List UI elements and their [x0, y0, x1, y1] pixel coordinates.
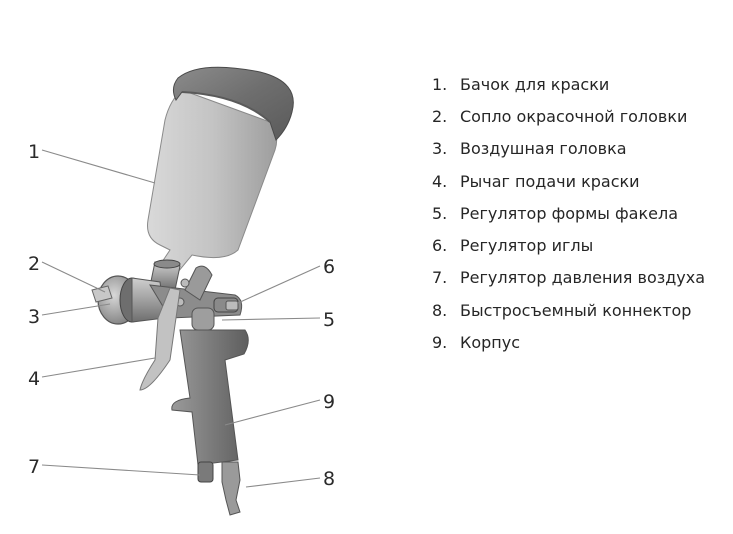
legend-item: 5. Регулятор формы факела — [432, 197, 705, 229]
legend-number: 8. — [432, 300, 448, 320]
legend-label: Корпус — [460, 333, 521, 353]
legend-number: 3. — [432, 139, 448, 159]
callout-2: 2 — [28, 253, 41, 275]
legend-label: Рычаг подачи краски — [460, 171, 640, 191]
parts-legend: 1. Бачок для краски 2. Сопло окрасочной го… — [432, 68, 705, 359]
quick-connector — [221, 461, 241, 516]
callout-6: 6 — [323, 256, 336, 278]
legend-item: 2. Сопло окрасочной головки — [432, 100, 705, 132]
legend-item: 3. Воздушная головка — [432, 133, 705, 165]
legend-label: Регулятор давления воздуха — [460, 268, 706, 288]
legend-label: Регулятор иглы — [460, 236, 594, 256]
callout-1: 1 — [28, 141, 41, 163]
legend-number: 1. — [432, 74, 448, 94]
legend-item: 8. Быстросъемный коннектор — [432, 294, 705, 326]
legend-number: 4. — [432, 171, 448, 191]
leader-lines — [41, 149, 321, 488]
legend-label: Быстросъемный коннектор — [460, 300, 692, 320]
callout-9: 9 — [323, 391, 336, 413]
callout-3: 3 — [28, 306, 41, 328]
legend-item: 6. Регулятор иглы — [432, 229, 705, 261]
paint-cup — [147, 66, 294, 273]
legend-label: Воздушная головка — [460, 139, 627, 159]
legend-label: Бачок для краски — [460, 74, 610, 94]
legend-number: 9. — [432, 333, 448, 353]
legend-label: Регулятор формы факела — [460, 203, 679, 223]
legend-number: 2. — [432, 106, 448, 126]
legend-item: 9. Корпус — [432, 326, 705, 358]
legend-item: 4. Рычаг подачи краски — [432, 165, 705, 197]
legend-number: 5. — [432, 203, 448, 223]
callout-4: 4 — [28, 368, 41, 390]
callout-8: 8 — [323, 468, 336, 490]
air-cap — [91, 275, 166, 325]
legend-number: 7. — [432, 268, 448, 288]
legend-number: 6. — [432, 236, 448, 256]
callout-5: 5 — [323, 309, 336, 331]
legend-label: Сопло окрасочной головки — [460, 106, 688, 126]
adjusters — [191, 297, 239, 331]
air-pressure-regulator — [197, 461, 214, 483]
gun-handle — [171, 329, 249, 466]
legend-item: 1. Бачок для краски — [432, 68, 705, 100]
callout-7: 7 — [28, 456, 41, 478]
legend-item: 7. Регулятор давления воздуха — [432, 262, 705, 294]
